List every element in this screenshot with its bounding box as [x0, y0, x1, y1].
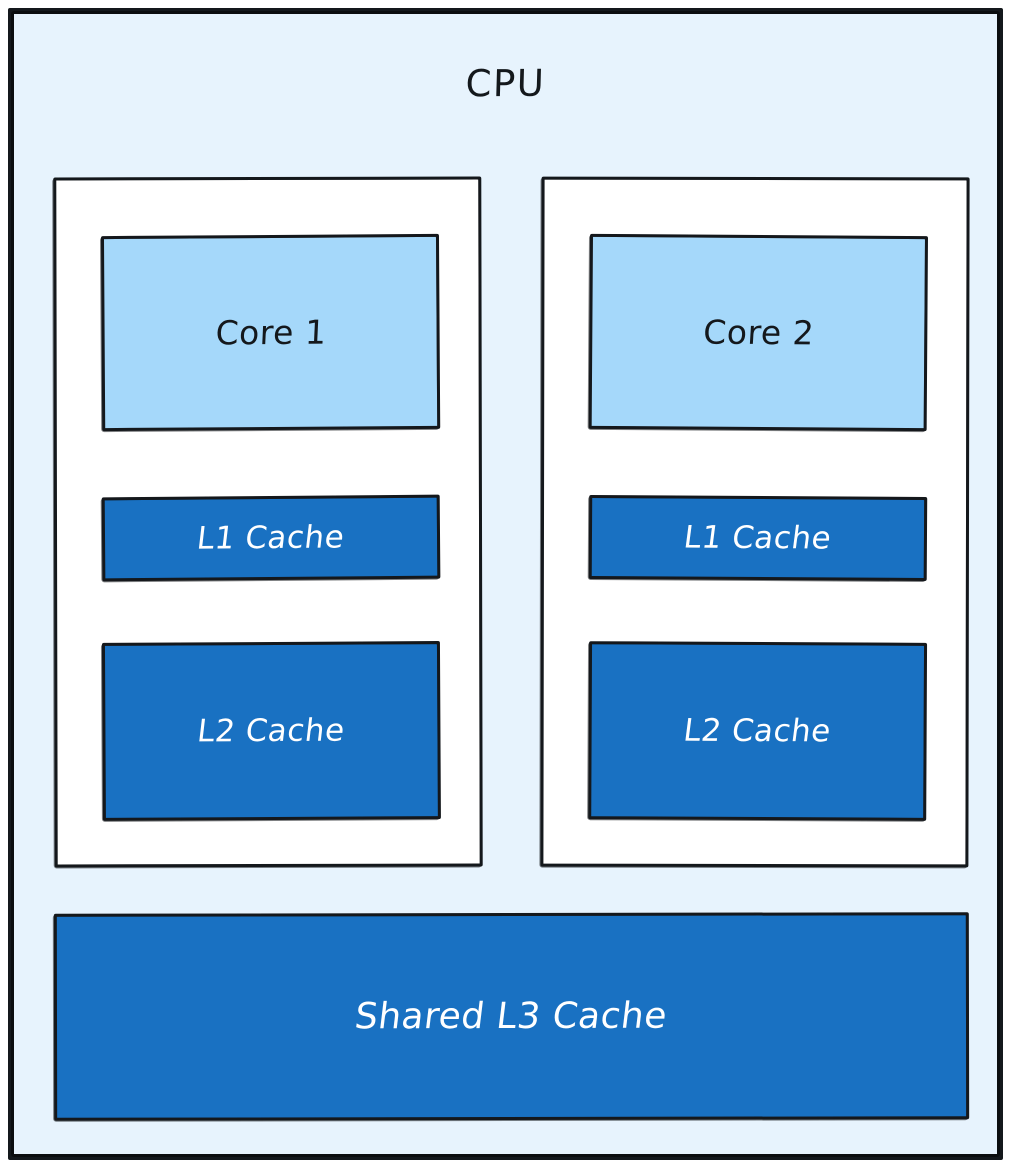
core-block-1: Core 1	[100, 233, 441, 432]
l2-cache-label-core1: L2 Cache	[195, 712, 348, 750]
l1-cache-block-core2: L1 Cache	[588, 494, 928, 582]
core-label-2: Core 2	[701, 312, 815, 353]
core-panel-1: Core 1 L1 Cache L2 Cache	[53, 176, 483, 868]
cpu-title: CPU	[465, 61, 546, 106]
core-label-1: Core 1	[214, 312, 327, 353]
shared-l3-cache-label: Shared L3 Cache	[352, 995, 670, 1038]
l2-cache-label-core2: L2 Cache	[681, 712, 834, 750]
l2-cache-block-core2: L2 Cache	[588, 641, 928, 821]
core-panel-2: Core 2 L1 Cache L2 Cache	[540, 176, 970, 868]
l1-cache-label-core1: L1 Cache	[195, 519, 347, 557]
cpu-container: CPU Core 1 L1 Cache L2 Cache Core 2 L1 C…	[8, 8, 1003, 1160]
core-block-2: Core 2	[588, 233, 929, 432]
l2-cache-block-core1: L2 Cache	[101, 641, 441, 821]
l1-cache-label-core2: L1 Cache	[682, 519, 834, 557]
shared-l3-cache-block: Shared L3 Cache	[53, 912, 970, 1121]
l1-cache-block-core1: L1 Cache	[101, 494, 441, 582]
